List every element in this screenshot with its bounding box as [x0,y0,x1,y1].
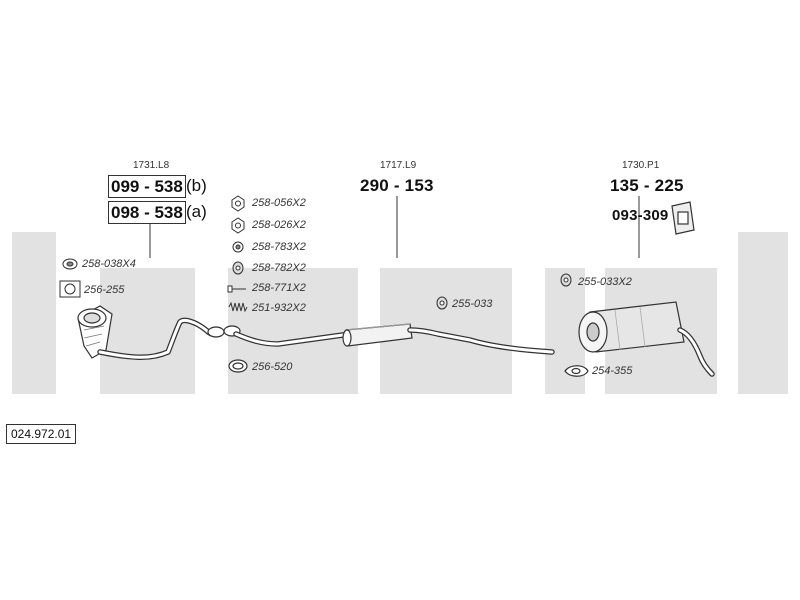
gasket-icon-258-038 [62,258,78,270]
group-code-rear: 1730.P1 [622,160,660,171]
group-code-front: 1731.L8 [133,160,170,171]
label-256-520: 256-520 [252,361,293,373]
front-flange [207,326,225,338]
label-258-771x2: 258-771X2 [252,282,306,294]
label-254-355: 254-355 [592,365,633,377]
label-258-783x2: 258-783X2 [252,241,306,253]
clamp-icon-254-355 [564,365,589,377]
watermark-block-1 [12,232,56,394]
label-251-932x2: 251-932X2 [252,302,306,314]
watermark-block-2 [100,268,195,394]
label-255-033x2: 255-033X2 [578,276,632,288]
reference-number: 024.972.01 [6,424,77,444]
watermark-block-7 [738,232,788,394]
gasket-plate-icon-256-255 [59,280,81,298]
nut-icon-258-026 [231,217,245,234]
part-number-099-538[interactable]: 099 - 538 [108,175,186,198]
part-number-135-225[interactable]: 135 - 225 [610,176,684,195]
nut-icon-258-056 [231,195,245,212]
bolt-icon-258-771 [227,285,246,293]
hanger-icon-255-033-rear [560,273,572,287]
part-number-098-538[interactable]: 098 - 538 [108,201,186,224]
part-suffix-a: (a) [186,202,207,221]
part-number-290-153[interactable]: 290 - 153 [360,176,434,195]
rear-silencer [578,301,685,353]
ring-icon-256-520 [228,359,248,373]
part-number-093-309[interactable]: 093-309 [612,207,669,224]
group-code-middle: 1717.L9 [380,160,417,171]
catalytic-converter [77,305,113,359]
watermark-block-3 [228,268,358,394]
nut-icon-258-782 [232,261,244,275]
label-258-782x2: 258-782X2 [252,262,306,274]
washer-icon-258-783 [232,241,244,253]
label-256-255: 256-255 [84,284,125,296]
middle-silencer [342,323,413,347]
hanger-icon-255-033 [436,296,448,310]
part-suffix-b: (b) [186,176,207,195]
bracket-icon-093-309 [671,201,695,235]
label-258-038x4: 258-038X4 [82,258,136,270]
label-258-026x2: 258-026X2 [252,219,306,231]
label-258-056x2: 258-056X2 [252,197,306,209]
label-255-033: 255-033 [452,298,493,310]
spring-icon-251-932 [228,301,248,313]
